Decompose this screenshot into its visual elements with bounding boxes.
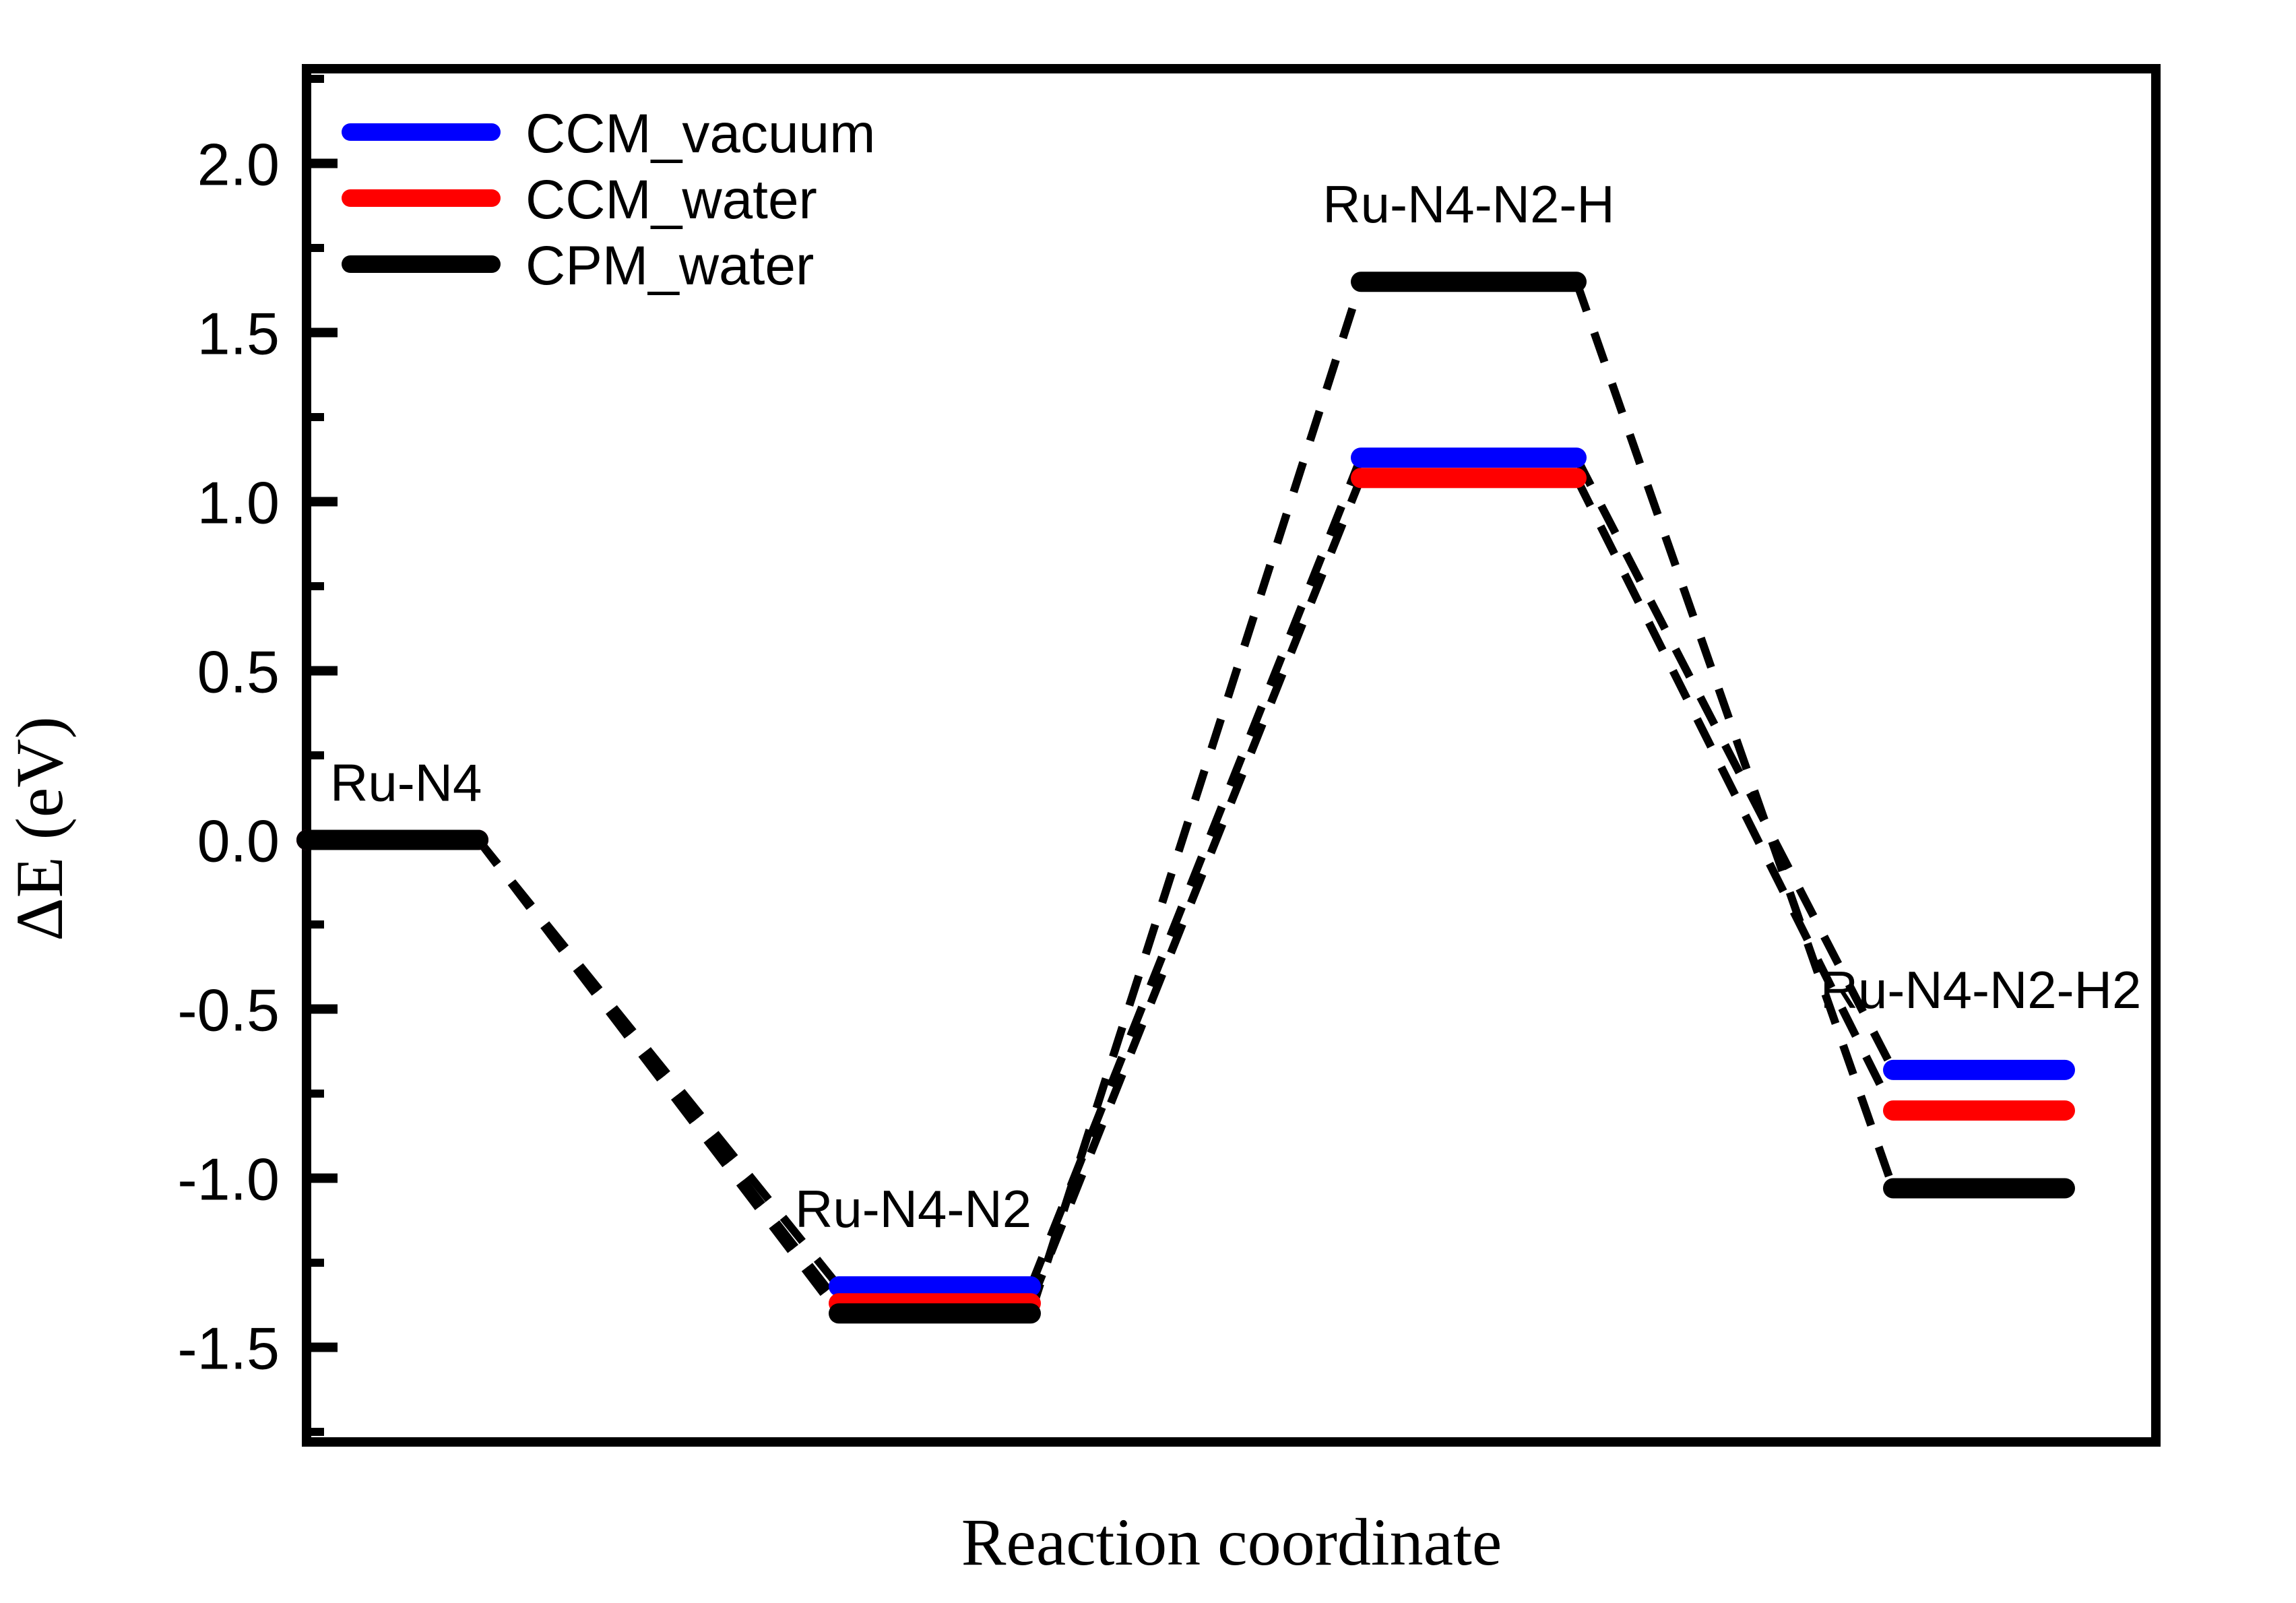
y-tick-label: 0.5 — [197, 639, 280, 705]
state-label-s3: Ru-N4-N2-H2 — [1820, 960, 2142, 1019]
state-label-s2: Ru-N4-N2-H — [1322, 175, 1614, 234]
connector-dashed-line — [1027, 280, 1365, 1315]
connector-dashed-line — [1572, 476, 1897, 1112]
connector-dashed-line — [475, 837, 842, 1289]
x-axis-title: Reaction coordinate — [961, 1505, 1502, 1579]
y-tick-label: 0.0 — [197, 807, 280, 874]
y-tick-label: 1.0 — [197, 470, 280, 536]
legend-label-ccm_vacuum[interactable]: CCM_vacuum — [525, 103, 875, 164]
connector-dashed-line — [1027, 476, 1365, 1305]
y-tick-label: -1.0 — [177, 1145, 280, 1212]
connector-dashed-line — [1027, 456, 1365, 1288]
state-label-s0: Ru-N4 — [330, 753, 482, 812]
connector-dashed-line — [1572, 455, 1897, 1072]
y-tick-label: -1.5 — [177, 1315, 280, 1381]
connector-lines — [475, 280, 1897, 1316]
legend-label-cpm_water[interactable]: CPM_water — [525, 235, 814, 296]
connector-dashed-line — [475, 837, 842, 1316]
y-tick-label: 1.5 — [197, 301, 280, 367]
energy-levels — [296, 272, 2075, 1324]
y-axis-tick-labels: 2.0 1.5 1.0 0.5 0.0 -0.5 -1.0 -1.5 — [177, 131, 280, 1382]
y-tick-label: 2.0 — [197, 131, 280, 198]
y-axis-title: ΔE (eV) — [2, 716, 77, 941]
connector-dashed-line — [1572, 280, 1897, 1190]
state-label-s1: Ru-N4-N2 — [795, 1179, 1031, 1238]
legend-label-ccm_water[interactable]: CCM_water — [525, 169, 817, 230]
y-tick-label: -0.5 — [177, 976, 280, 1043]
